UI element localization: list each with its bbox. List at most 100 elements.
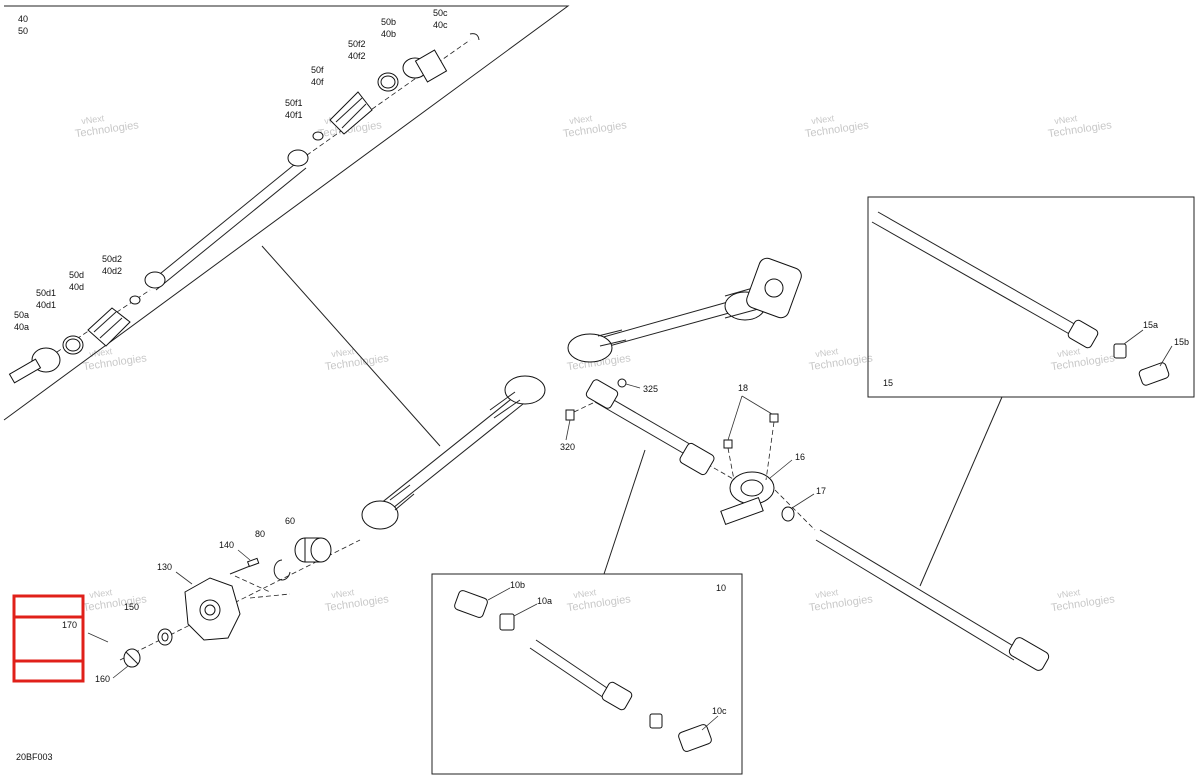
watermark: vNext Technologies <box>82 346 148 373</box>
leader-130 <box>175 571 193 585</box>
shaft-edge <box>369 391 521 513</box>
callout-40d2: 40d2 <box>102 266 122 276</box>
watermark-line1: vNext <box>815 587 840 600</box>
watermark: vNext Technologies <box>808 587 874 614</box>
part-130-hub[interactable] <box>184 577 241 641</box>
callout-15a: 15a <box>1143 320 1158 330</box>
callout-10: 10 <box>716 583 726 593</box>
watermark-line1: vNext <box>811 113 836 126</box>
leader-18 <box>741 395 773 415</box>
part-yoke-front[interactable] <box>585 378 619 409</box>
part-10-shaft-end[interactable] <box>601 681 634 711</box>
part-inner-cv-main[interactable] <box>489 375 546 419</box>
callout-325: 325 <box>643 384 658 394</box>
highlight-frame <box>12 594 85 683</box>
part-160-nut[interactable] <box>123 648 141 668</box>
inset10-shaft-edge <box>529 647 605 699</box>
part-10b-yoke[interactable] <box>453 587 511 619</box>
part-18-bolt-left[interactable] <box>723 439 735 481</box>
callout-17: 17 <box>816 486 826 496</box>
part-boot-upper[interactable] <box>567 329 627 363</box>
part-outer-cv[interactable] <box>144 271 166 289</box>
leader-17 <box>791 493 815 509</box>
callout-40a: 40a <box>14 322 29 332</box>
propshaft-axis <box>774 489 816 531</box>
watermark-line1: vNext <box>1057 587 1082 600</box>
part-320-bolt[interactable] <box>565 401 596 421</box>
part-50d1-ring[interactable] <box>62 335 84 355</box>
callout-50d1: 50d1 <box>36 288 56 298</box>
part-325-fitting[interactable] <box>617 378 627 388</box>
callout-50d: 50d <box>69 270 84 280</box>
part-rear-yoke[interactable] <box>1008 636 1051 672</box>
inset-leader <box>261 245 441 447</box>
inset-border <box>867 196 1195 398</box>
callout-50b: 50b <box>381 17 396 27</box>
part-50f2-ring[interactable] <box>377 72 399 92</box>
callout-10a: 10a <box>537 596 552 606</box>
part-10-cross-lower[interactable] <box>649 713 663 729</box>
watermark-line1: vNext <box>573 587 598 600</box>
part-150-washer[interactable] <box>157 628 173 646</box>
part-15-yoke[interactable] <box>1067 319 1100 349</box>
hub-assembly: 140 130 150 80 60 160 <box>95 516 361 684</box>
callout-40d1: 40d1 <box>36 300 56 310</box>
shaft-edge <box>377 399 529 521</box>
part-inner-cv[interactable] <box>287 149 309 167</box>
bolt-axis <box>234 575 271 593</box>
part-50c-clip[interactable] <box>469 33 480 41</box>
highlight-170[interactable]: 170 <box>12 594 109 683</box>
part-60-bearing[interactable] <box>294 537 332 563</box>
inset-front-driveshaft: 40 50 50b 40b 50c 40c 50f2 40f2 50f 40f … <box>3 5 570 447</box>
part-50d2-clamp[interactable] <box>129 295 141 305</box>
callout-40b: 40b <box>381 29 396 39</box>
part-17-ring[interactable] <box>781 506 795 522</box>
callout-10b: 10b <box>510 580 525 590</box>
watermark-line1: vNext <box>1057 346 1082 359</box>
inset-leader <box>603 449 646 575</box>
part-rear-flange[interactable] <box>744 256 803 320</box>
callout-40f: 40f <box>311 77 324 87</box>
part-50f-boot[interactable] <box>329 91 373 135</box>
watermark-line1: vNext <box>1054 113 1079 126</box>
part-80-snap-ring[interactable] <box>273 559 291 581</box>
inset-axis <box>299 39 471 161</box>
watermark: vNext Technologies <box>324 587 390 614</box>
callout-150: 150 <box>124 602 139 612</box>
part-10c-yoke[interactable] <box>677 715 719 753</box>
part-yoke-mid[interactable] <box>679 442 716 476</box>
watermark: vNext Technologies <box>74 113 140 140</box>
part-16-carrier-bearing[interactable] <box>720 471 775 526</box>
watermark: vNext Technologies <box>324 346 390 373</box>
inset-border <box>3 5 570 421</box>
part-15a-cross[interactable] <box>1113 329 1144 359</box>
watermark: vNext Technologies <box>808 346 874 373</box>
part-50b-joint[interactable] <box>402 49 448 83</box>
part-outer-cv-main[interactable] <box>361 484 415 530</box>
diagram-code: 20BF003 <box>16 752 53 762</box>
part-10a-cross[interactable] <box>499 603 538 631</box>
part-15b-yoke[interactable] <box>1138 345 1173 386</box>
watermark: vNext Technologies <box>804 113 870 140</box>
part-50d-boot[interactable] <box>87 307 131 347</box>
part-140-bolt[interactable] <box>229 557 260 575</box>
inset15-shaft-edge <box>871 221 1081 341</box>
part-18-bolt-right[interactable] <box>765 413 779 481</box>
callout-50a: 50a <box>14 310 29 320</box>
callout-40c: 40c <box>433 20 448 30</box>
propshaft-edge <box>815 539 1015 661</box>
part-50f1-clamp[interactable] <box>312 131 324 141</box>
watermark-line1: vNext <box>89 587 114 600</box>
clip-shape <box>469 33 480 41</box>
part-50a-stub[interactable] <box>8 347 61 384</box>
watermark-line1: vNext <box>331 587 356 600</box>
watermark-line1: vNext <box>89 346 114 359</box>
callout-50d2: 50d2 <box>102 254 122 264</box>
propshaft-edge <box>819 529 1021 651</box>
leader-320 <box>565 419 571 441</box>
watermark: vNext Technologies <box>1050 587 1116 614</box>
inset-leader <box>919 396 1003 587</box>
leader-16 <box>769 459 793 479</box>
center-propshaft: 325 320 18 16 17 <box>560 378 1051 672</box>
